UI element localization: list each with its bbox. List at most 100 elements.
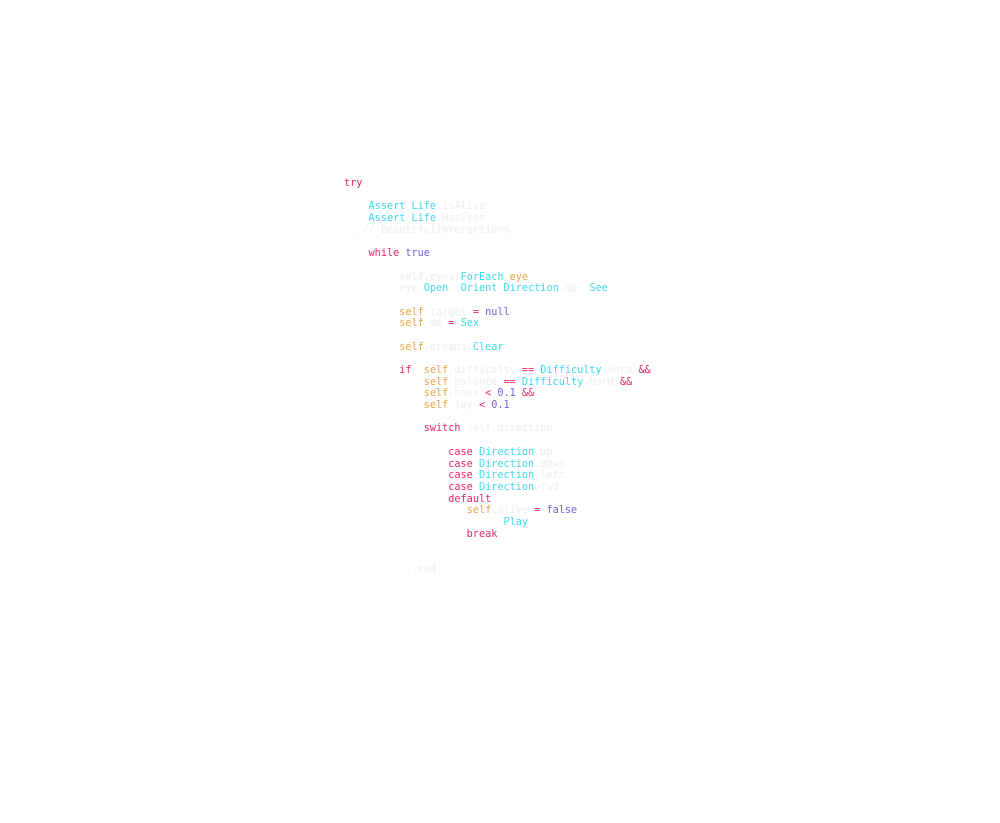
code-line: break [344, 529, 651, 541]
token-keyword: case [448, 458, 473, 470]
code-line: case Direction.fwd [344, 482, 651, 494]
code-line: switch self.direction [344, 423, 651, 435]
token-space [344, 470, 448, 481]
token-type: Direction [503, 283, 559, 295]
code-block: try Assert Life.IsAlive Assert Life.HasE… [344, 178, 651, 575]
code-line [344, 260, 651, 272]
code-line [344, 540, 651, 552]
token-operator: == [521, 365, 541, 376]
token-faint: .hope [448, 388, 486, 400]
token-type: ForEach [460, 271, 504, 283]
token-self: self [466, 505, 492, 517]
token-type: Clear [472, 341, 504, 353]
code-line: self.me = Sex [344, 318, 651, 330]
token-space [344, 283, 399, 294]
token-faint: .dreams. [423, 341, 473, 353]
token-faint: .HasEyes [436, 213, 486, 225]
code-line: while true [344, 248, 651, 260]
token-self: eye [509, 271, 529, 283]
token-space [344, 342, 399, 353]
code-line [344, 236, 651, 248]
token-self: self [399, 306, 424, 318]
code-line: self.dreams.Clear [344, 342, 651, 354]
token-space [344, 517, 503, 528]
token-faint: .balance [448, 376, 504, 388]
token-type: Life [411, 213, 437, 225]
token-space [344, 482, 448, 493]
code-line: Assert Life.IsAlive [344, 201, 651, 213]
token-space [344, 272, 399, 283]
token-operator: && [521, 388, 535, 400]
token-faint: .down [534, 458, 565, 470]
token-faint: ...end [399, 563, 437, 575]
code-line: self.target = null [344, 307, 651, 319]
token-space [344, 201, 369, 212]
token-faint: self.direction [460, 423, 553, 435]
code-line: if self.difficulty == Difficulty.Hard && [344, 365, 651, 377]
code-line: eye.Open Orient Direction.up See [344, 283, 651, 295]
token-space [344, 248, 369, 259]
token-literal: true [405, 248, 430, 260]
code-line [344, 353, 651, 365]
token-type: Difficulty [521, 376, 584, 388]
token-space [344, 459, 448, 470]
token-operator: == [503, 376, 522, 388]
token-faint: .fwd [534, 481, 559, 493]
token-space [344, 377, 424, 388]
token-space [344, 318, 399, 329]
code-line: case Direction.left [344, 470, 651, 482]
token-literal: 0.1 [497, 388, 516, 400]
code-line: self.balance == Difficulty.Hard && [344, 377, 651, 389]
token-type: Direction [478, 458, 535, 470]
token-space [344, 213, 369, 224]
token-operator: < [478, 400, 492, 412]
code-line [344, 552, 651, 564]
token-faint: .target [423, 306, 473, 318]
token-space [344, 400, 424, 411]
token-space [344, 564, 399, 575]
token-literal: 0.1 [491, 400, 510, 412]
token-type: Open [423, 283, 449, 295]
token-operator: = [534, 505, 547, 517]
token-space [344, 307, 399, 318]
token-type: Assert [368, 201, 406, 213]
token-operator: && [620, 376, 633, 388]
token-operator: < [485, 388, 498, 400]
code-line [344, 330, 651, 342]
code-line: case Direction.down [344, 459, 651, 471]
token-keyword: case [448, 446, 473, 458]
code-line: ...end [344, 564, 651, 576]
token-literal: false [546, 505, 578, 517]
token-type: Sex [460, 318, 479, 330]
token-type: Direction [478, 470, 535, 482]
code-line: ...// BeautifulInteractions [344, 225, 651, 237]
token-faint: .difficulty [448, 365, 522, 376]
token-faint: .me [423, 318, 449, 330]
token-type: Orient [460, 283, 498, 295]
token-faint: .up [558, 283, 590, 295]
token-space [344, 529, 467, 540]
code-line: case Direction.up [344, 447, 651, 459]
code-line: Play [344, 517, 651, 529]
token-keyword: try [344, 178, 363, 189]
token-faint: .left [534, 470, 565, 482]
code-line: self.hope < 0.1 && [344, 388, 651, 400]
code-line: self.joy < 0.1 [344, 400, 651, 412]
token-self: self [423, 365, 449, 376]
token-faint: .up [534, 446, 553, 458]
token-self: self [399, 318, 424, 330]
code-line: self.alive = false [344, 505, 651, 517]
token-space [344, 494, 448, 505]
code-line [344, 295, 651, 307]
token-operator: = [448, 318, 461, 330]
token-operator: && [638, 365, 651, 376]
token-faint: .joy [448, 400, 479, 412]
token-type: Direction [478, 481, 535, 493]
token-faint: .IsAlive [436, 201, 486, 213]
token-self: self [423, 376, 449, 388]
token-faint: ...// BeautifulInteractions [344, 224, 510, 236]
token-type: Difficulty [540, 365, 602, 376]
code-line [344, 435, 651, 447]
token-space [344, 447, 448, 458]
token-keyword: default [448, 493, 492, 505]
